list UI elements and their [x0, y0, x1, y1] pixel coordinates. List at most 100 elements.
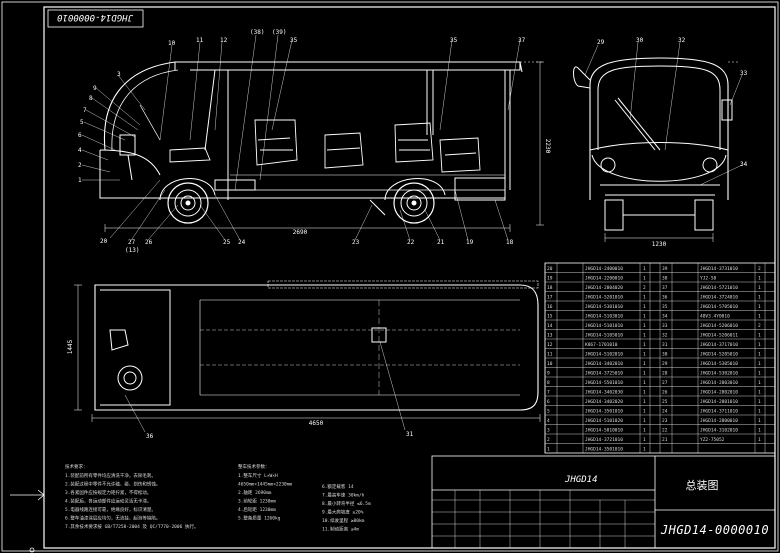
- bom-cell: JHGD14-3721010: [585, 437, 623, 443]
- svg-text:35: 35: [290, 37, 298, 44]
- bom-cell: JHGD14-5205010: [700, 352, 738, 358]
- spec-item: 8.最小转弯半径 ≤6.5m: [322, 500, 371, 507]
- vehicle-specs: 整车技术参数： 1.整车尺寸 L×W×H 4650mm×1445mm×2230m…: [238, 463, 371, 533]
- bom-cell: 29: [662, 361, 668, 367]
- note-item: 5.电器线路连接可靠，绝缘良好，标识清楚。: [65, 506, 156, 513]
- spec-item: 7.最高车速 30km/h: [322, 492, 365, 499]
- bom-cell: 1: [643, 352, 646, 358]
- bom-cell: 39: [662, 266, 668, 272]
- bom-cell: 1: [758, 428, 761, 434]
- side-view: [99, 61, 523, 224]
- bom-cell: JHGD14-3402030: [585, 390, 623, 396]
- bom-cell: 24: [662, 409, 668, 415]
- svg-text:27: 27: [128, 239, 136, 246]
- bom-cell: 1: [758, 399, 761, 405]
- bom-cell: 31: [662, 342, 668, 348]
- bom-cell: 25: [662, 399, 668, 405]
- bom-cell: YZ2-75052: [700, 437, 725, 443]
- side-callout-labels: 3 9 8 7 5 6 4 2 1 10 11 12 (38) (39) 35 …: [78, 29, 526, 254]
- spec-item: 2.轴距 2690mm: [238, 489, 272, 496]
- bom-cell: JHGD14-5302010: [700, 371, 738, 377]
- bom-cell: 28: [662, 371, 668, 377]
- bom-cell: JHGD14-5105010: [585, 333, 623, 339]
- svg-text:22: 22: [407, 239, 415, 246]
- bom-cell: 30: [662, 352, 668, 358]
- model-name: JHGD14: [564, 475, 598, 485]
- bom-cell: 1: [758, 390, 761, 396]
- bom-cell: 14: [547, 323, 553, 329]
- bom-cell: 1: [643, 399, 646, 405]
- bom-cell: 36: [662, 295, 668, 301]
- bom-cell: 1: [758, 276, 761, 282]
- bom-cell: 1: [643, 390, 646, 396]
- bom-cell: JHGD14-2200010: [585, 276, 623, 282]
- bom-cell: JHGD14-3501010: [585, 409, 623, 415]
- title-block: [431, 455, 776, 549]
- svg-text:25: 25: [223, 239, 231, 246]
- bom-cell: JHGD14-5810010: [585, 428, 623, 434]
- bom-cell: 4: [547, 418, 550, 424]
- bom-cell: 1: [643, 380, 646, 386]
- bom-cell: 38: [662, 276, 668, 282]
- svg-text:10: 10: [168, 40, 176, 47]
- svg-text:29: 29: [597, 39, 605, 46]
- drawing-number: JHGD14-0000010: [660, 523, 769, 537]
- bom-cell: JHGD14-5206011: [700, 333, 738, 339]
- bom-cell: 1: [643, 333, 646, 339]
- front-callouts: [584, 41, 743, 186]
- bom-cell: 1: [643, 323, 646, 329]
- bom-cell: 1: [758, 437, 761, 443]
- height-dimension: 2230: [544, 139, 551, 154]
- svg-text:12: 12: [220, 37, 228, 44]
- bom-cell: 1: [758, 295, 761, 301]
- bom-cell: 2: [758, 323, 761, 329]
- spec-item: 3.前轮距 1230mm: [238, 498, 276, 505]
- bom-cell: 1: [643, 437, 646, 443]
- bom-cell: 11: [547, 352, 553, 358]
- svg-text:20: 20: [100, 238, 108, 245]
- bom-cell: JHGD14-2803010: [700, 380, 738, 386]
- rear-wheel: [384, 178, 446, 224]
- spec-item: 5.整备质量 1260kg: [238, 515, 281, 522]
- svg-text:(39): (39): [272, 29, 286, 36]
- bom-cell: JHGD14-5501010: [585, 380, 623, 386]
- bom-cell: 6: [547, 399, 550, 405]
- front-callout-labels: 29 30 32 33 34: [597, 37, 748, 168]
- spec-item: 1.整车尺寸 L×W×H: [238, 472, 278, 479]
- stamp-code: JHGD14-0000010: [57, 12, 134, 22]
- bom-cell: 1: [758, 380, 761, 386]
- svg-text:26: 26: [145, 239, 153, 246]
- bom-cell: 17: [547, 295, 553, 301]
- plan-callouts: [124, 341, 406, 433]
- bom-cell: 5: [547, 409, 550, 415]
- bom-cell: 16: [547, 304, 553, 310]
- bom-cell: JHGD14-2801010: [700, 399, 738, 405]
- wheelbase-dimension: 2690: [293, 229, 308, 236]
- bom-cell: 19: [547, 276, 553, 282]
- front-dimensions: [604, 61, 738, 242]
- bom-cell: 7: [547, 390, 550, 396]
- stamp-box: JHGD14-0000010: [47, 9, 144, 28]
- bom-cell: 8: [547, 380, 550, 386]
- bom-cell: JHGD14-5206010: [700, 323, 738, 329]
- bom-cell: 27: [662, 380, 668, 386]
- bom-cell: 18: [547, 285, 553, 291]
- bom-cell: JHGD14-5103010: [585, 314, 623, 320]
- svg-text:35: 35: [450, 37, 458, 44]
- bom-cell: 2: [547, 437, 550, 443]
- bom-cell: 1: [758, 304, 761, 310]
- bom-cell: JHGD14-5301010: [585, 304, 623, 310]
- bom-cell: 22: [662, 428, 668, 434]
- front-view: [573, 57, 733, 231]
- bom-cell: JHGD14-5705010: [700, 304, 738, 310]
- bom-cell: 1: [643, 295, 646, 301]
- width-dimension: 1445: [67, 339, 74, 354]
- bom-cell: 1: [758, 333, 761, 339]
- bom-cell: 10: [547, 361, 553, 367]
- bom-cell: 13: [547, 333, 553, 339]
- seat-row: [169, 119, 481, 173]
- svg-text:23: 23: [352, 239, 360, 246]
- bom-cell: YJ2-58: [700, 276, 717, 282]
- svg-text:19: 19: [466, 239, 474, 246]
